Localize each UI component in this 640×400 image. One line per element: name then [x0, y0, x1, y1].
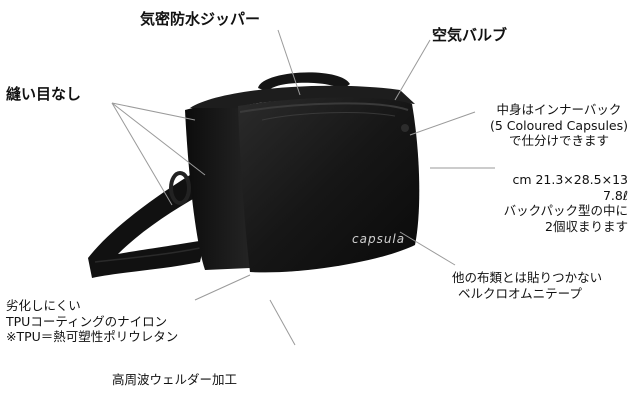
- material-line-1: 劣化しにくい: [6, 298, 81, 313]
- label-zipper: 気密防水ジッパー: [140, 10, 261, 28]
- velcro-line-1: 他の布類とは貼りつかない: [452, 270, 603, 285]
- zipper-line: [239, 102, 409, 113]
- label-material: 劣化しにくい TPUコーティングのナイロン ※TPU＝熱可塑性ポリウレタン: [6, 298, 178, 345]
- carabiner: [169, 171, 191, 205]
- brand-logo: capsula: [352, 232, 406, 246]
- leader-lines: [111, 29, 495, 346]
- label-inner-bag: 中身はインナーバック (5 Coloured Capsules) で仕分けできま…: [484, 102, 634, 149]
- size-fit-line-1: バックパック型の中に: [503, 203, 628, 219]
- material-line-3: ※TPU＝熱可塑性ポリウレタン: [6, 329, 179, 345]
- label-velcro: 他の布類とは貼りつかない ベルクロオムニテープ: [452, 270, 602, 301]
- label-welder: 高周波ウェルダー加工: [112, 372, 238, 387]
- size-fit-line-2: 2個収まります: [545, 218, 628, 234]
- label-size: cm 21.3×28.5×13 7.8ℓ バックパック型の中に 2個収まります: [478, 172, 628, 235]
- inner-bag-line-3: で仕分けできます: [508, 133, 609, 149]
- material-line-2: TPUコーティングのナイロン: [6, 313, 168, 329]
- carry-handle: [258, 72, 350, 92]
- size-volume: 7.8ℓ: [602, 187, 628, 203]
- inner-bag-line-1: 中身はインナーバック: [496, 102, 622, 117]
- air-valve: [401, 124, 409, 132]
- bag-side: [185, 96, 250, 270]
- size-dimensions: cm 21.3×28.5×13: [512, 172, 628, 187]
- velcro-line-2: ベルクロオムニテープ: [458, 285, 582, 301]
- label-valve: 空気バルブ: [432, 26, 508, 44]
- bag-top: [190, 85, 415, 108]
- inner-bag-line-2: (5 Coloured Capsules): [490, 117, 628, 133]
- label-seamless: 縫い目なし: [6, 85, 82, 103]
- bag-front: [238, 97, 420, 273]
